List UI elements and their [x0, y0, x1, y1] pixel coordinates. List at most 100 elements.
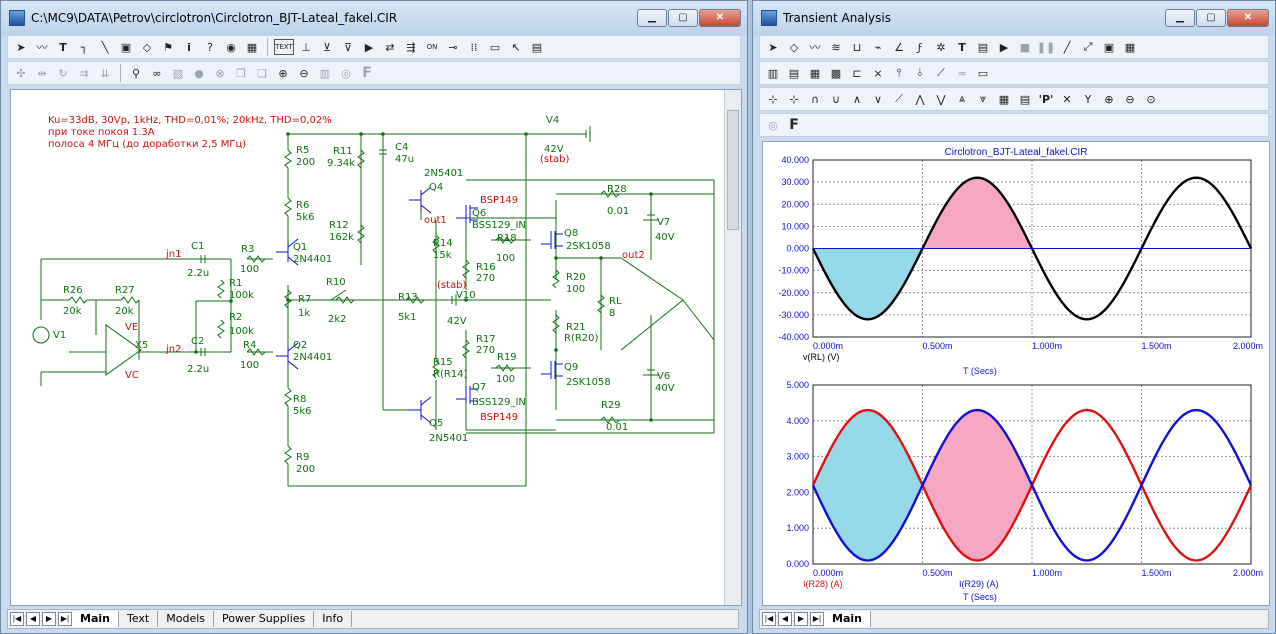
page-icon[interactable]: ▧ — [172, 66, 184, 80]
wrap-icon[interactable]: ⇊ — [100, 66, 110, 80]
x-cursor-icon[interactable]: ✕ — [1062, 92, 1072, 106]
binoculars-icon[interactable]: ∞ — [152, 66, 162, 80]
close-button[interactable]: ✕ — [699, 9, 741, 27]
arrows-icon[interactable]: ⇄ — [385, 40, 395, 54]
on-button[interactable]: ON — [426, 43, 438, 51]
cursor-left-icon[interactable]: ⊹ — [768, 92, 778, 106]
properties-icon[interactable]: ▤ — [531, 40, 543, 54]
text-tool-icon-2[interactable]: T — [958, 40, 966, 54]
data-table-icon[interactable]: ▦ — [998, 92, 1010, 106]
globe-icon[interactable]: ◉ — [226, 40, 236, 54]
move-icon[interactable]: ✣ — [16, 66, 26, 80]
delta-icon[interactable]: ∠ — [894, 40, 904, 54]
minimize-button[interactable]: ▁ — [637, 9, 667, 27]
first-page-icon-2[interactable]: |◀ — [762, 612, 776, 626]
window-icon[interactable]: ▭ — [489, 40, 501, 54]
grid-horizontal-icon[interactable]: ▤ — [788, 66, 800, 80]
zoom-out-icon[interactable]: ⊖ — [299, 66, 309, 80]
flip-icon[interactable]: ⇹ — [37, 66, 47, 80]
peak-icon[interactable]: ⫯ — [896, 66, 902, 79]
shapes-icon[interactable]: ◇ — [142, 40, 152, 54]
schematic-canvas[interactable]: Ku=33dB, 30Vp, 1kHz, THD=0,01%; 20kHz, T… — [10, 89, 742, 606]
find-icon[interactable]: ⚲ — [131, 66, 141, 80]
smooth-icon[interactable]: ≈ — [957, 66, 967, 80]
run-icon[interactable]: ▶ — [999, 40, 1009, 54]
shapes-icon-2[interactable]: ◇ — [789, 40, 799, 54]
pointer-icon[interactable]: ↖ — [511, 40, 521, 54]
tab-main[interactable]: Main — [72, 611, 119, 627]
text-button[interactable]: TEXT — [274, 39, 294, 55]
circle-dots-icon[interactable]: ◎ — [341, 66, 351, 80]
schematic-vertical-scrollbar[interactable] — [724, 90, 741, 605]
mirror-icon[interactable]: ⇉ — [79, 66, 89, 80]
zoom-in-icon-2[interactable]: ⊕ — [1104, 92, 1114, 106]
fo-icon[interactable]: ϝ — [917, 40, 923, 54]
paste-icon[interactable]: ❏ — [257, 66, 267, 80]
transient-titlebar[interactable]: Transient Analysis ▁ ▢ ✕ — [753, 1, 1275, 35]
font-icon[interactable]: F — [362, 65, 372, 81]
p-label-icon[interactable]: 'P' — [1038, 92, 1054, 106]
bracket-icon[interactable]: ⊔ — [852, 40, 862, 54]
info-icon[interactable]: i — [187, 40, 191, 54]
node-numbers-icon[interactable]: ⊥ — [301, 40, 311, 54]
tab-main-2[interactable]: Main — [824, 611, 871, 627]
flow-icon[interactable]: ⇶ — [406, 40, 416, 54]
probe-icon[interactable]: ▦ — [246, 40, 258, 54]
peak-up-icon[interactable]: ∩ — [810, 92, 820, 106]
prev-page-icon[interactable]: ◀ — [26, 612, 40, 626]
low-icon[interactable]: ⋁ — [936, 92, 946, 106]
table-icon[interactable]: ▤ — [1019, 92, 1031, 106]
first-page-icon[interactable]: |◀ — [10, 612, 24, 626]
maximize-button-2[interactable]: ▢ — [1196, 9, 1226, 27]
high-icon[interactable]: ⋀ — [915, 92, 925, 106]
cursor-right-icon[interactable]: ⊹ — [789, 92, 799, 106]
slope-up-icon[interactable]: ∧ — [852, 92, 862, 106]
stop-icon-2[interactable]: ■ — [1019, 40, 1031, 54]
copy-icon[interactable]: ❐ — [236, 66, 246, 80]
help-icon[interactable]: ? — [207, 40, 213, 54]
wire-icon[interactable]: ┐ — [80, 40, 88, 54]
component-icon[interactable]: ▣ — [120, 40, 132, 54]
slope-icon[interactable]: ⟋ — [937, 66, 945, 79]
current-icon[interactable]: ▶ — [364, 40, 374, 54]
grid-minor-icon[interactable]: ▦ — [809, 66, 821, 80]
y-cursor-icon[interactable]: Y — [1084, 92, 1092, 106]
close-button-2[interactable]: ✕ — [1227, 9, 1269, 27]
pause-icon[interactable]: ❚❚ — [1036, 40, 1056, 54]
line-icon[interactable]: ╲ — [101, 40, 109, 54]
cursor-icon[interactable]: ⨯ — [873, 66, 883, 80]
mark-icon[interactable]: ⌁ — [874, 40, 882, 54]
wire-curve-icon[interactable]: 〰 — [36, 41, 48, 54]
wave-icon[interactable]: 〰 — [809, 41, 821, 54]
tab-info[interactable]: Info — [314, 611, 353, 627]
last-page-icon[interactable]: ▶| — [58, 612, 72, 626]
points-icon[interactable]: ⩔ — [979, 92, 987, 105]
select-arrow-icon[interactable]: ➤ — [16, 40, 26, 54]
grid-icon[interactable]: ⁞⁞ — [470, 40, 478, 54]
frame-icon[interactable]: ▣ — [1103, 40, 1115, 54]
minimize-button-2[interactable]: ▁ — [1165, 9, 1195, 27]
grid-box-icon[interactable]: ▩ — [830, 66, 842, 80]
text-tool-icon[interactable]: T — [59, 40, 67, 54]
font-icon-2[interactable]: F — [789, 117, 799, 133]
next-page-icon[interactable]: ▶ — [42, 612, 56, 626]
circle-dots-icon-2[interactable]: ◎ — [768, 118, 778, 132]
zoom-fit-icon[interactable]: ⊙ — [1146, 92, 1156, 106]
next-page-icon-2[interactable]: ▶ — [794, 612, 808, 626]
tag-icon[interactable]: ✲ — [936, 40, 946, 54]
scale-icon[interactable]: ▭ — [977, 66, 989, 80]
dash-icon[interactable]: ⊸ — [448, 40, 458, 54]
print-icon[interactable]: ▥ — [319, 66, 331, 80]
last-page-icon-2[interactable]: ▶| — [810, 612, 824, 626]
tab-power-supplies[interactable]: Power Supplies — [214, 611, 315, 627]
tab-models[interactable]: Models — [158, 611, 214, 627]
valley-icon[interactable]: ⫰ — [917, 66, 923, 79]
peak-down-icon[interactable]: ∪ — [831, 92, 841, 106]
rise-icon[interactable]: ⟋ — [895, 92, 903, 105]
zoom-out-icon-2[interactable]: ⊖ — [1125, 92, 1135, 106]
pin-icon[interactable]: ⊻ — [322, 40, 332, 54]
wave2-icon[interactable]: ≋ — [831, 40, 841, 54]
rotate-icon[interactable]: ↻ — [58, 66, 68, 80]
voltage-icon[interactable]: ⊽ — [343, 40, 353, 54]
